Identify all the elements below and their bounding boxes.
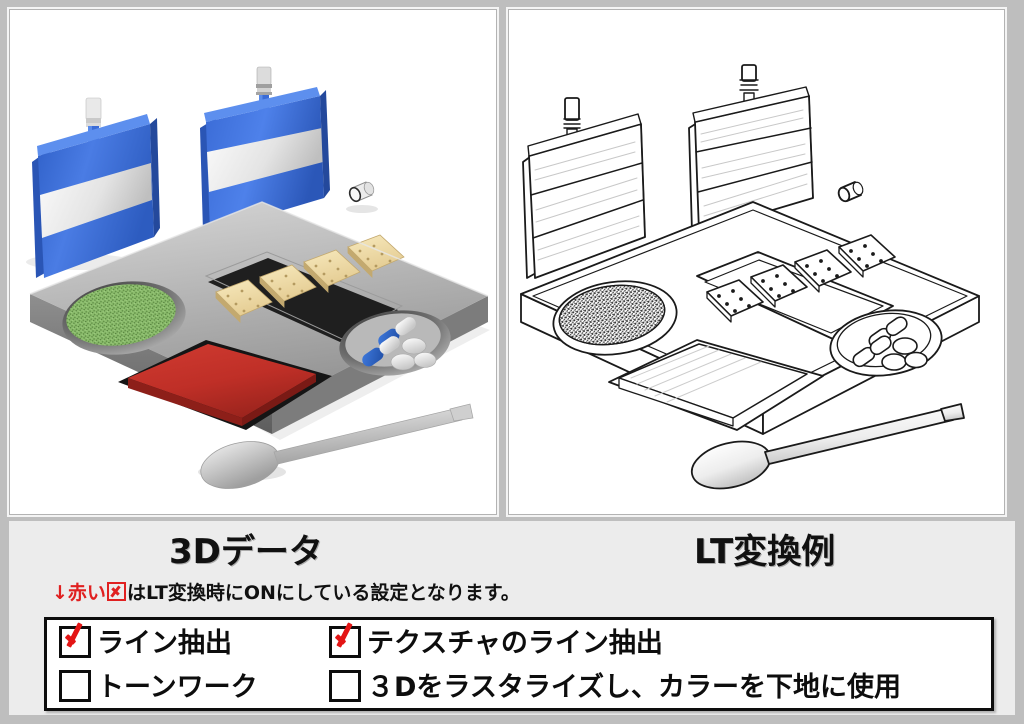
panel-3d-data[interactable] [9,9,497,515]
checkbox-texture-line-extraction[interactable] [329,626,361,658]
settings-options-box: ライン抽出 テクスチャのライン抽出 トーンワーク ３Dをラスタライズし、カラーを… [44,617,994,711]
pill-compartment [339,310,451,376]
option-line-extraction[interactable]: ライン抽出 [47,626,317,658]
option-label: トーンワーク [97,671,258,703]
option-tone-work[interactable]: トーンワーク [47,670,317,702]
panel-title-3d-data: 3Dデータ [169,532,323,572]
drink-pouch-left [26,97,160,278]
food-block [608,339,824,431]
pill-compartment [829,309,943,377]
checked-checkbox-icon [106,582,126,601]
bottle-cap [837,181,864,203]
checkbox-line-extraction[interactable] [59,626,91,658]
tablets [881,337,928,371]
spoon [690,403,965,490]
cracker-compartment [696,234,896,340]
legend-note: ↓赤いはLT変換時にONにしている設定となります。 [52,578,520,605]
tablets [390,337,437,371]
granule-bowl [552,280,678,356]
meal-tray [520,201,980,435]
option-texture-line-extraction[interactable]: テクスチャのライン抽出 [317,626,991,658]
drink-pouch-right [688,64,814,233]
render-lt-lineart [509,10,1004,514]
option-label: テクスチャのライン抽出 [367,627,663,659]
image-panels [9,9,1015,517]
cracker-compartment [204,234,405,342]
capsules [362,317,416,367]
option-rasterize-3d[interactable]: ３Dをラスタライズし、カラーを下地に使用 [317,670,991,702]
note-arrow: ↓ [52,582,68,604]
option-label: ライン抽出 [97,627,232,659]
green-granule-bowl [62,281,186,355]
bottle-cap [346,181,378,213]
spoon [198,403,474,489]
meal-tray [29,201,490,440]
render-3d-color [10,10,496,514]
checkbox-tone-work[interactable] [59,670,91,702]
note-rest-text: はLT変換時にONにしている設定となります。 [126,582,520,604]
checkbox-rasterize-3d[interactable] [329,670,361,702]
red-block-compartment [118,340,332,430]
note-red-text: 赤い [67,582,106,604]
settings-options-grid: ライン抽出 テクスチャのライン抽出 トーンワーク ３Dをラスタライズし、カラーを… [47,620,991,708]
panel-titles: 3Dデータ LT変換例 [9,524,1015,574]
panel-lt-conversion[interactable] [508,9,1005,515]
drink-pouch-left [522,97,646,279]
option-label: ３Dをラスタライズし、カラーを下地に使用 [367,671,902,703]
panel-title-lt-conversion: LT変換例 [694,532,836,572]
capsules [852,316,908,368]
